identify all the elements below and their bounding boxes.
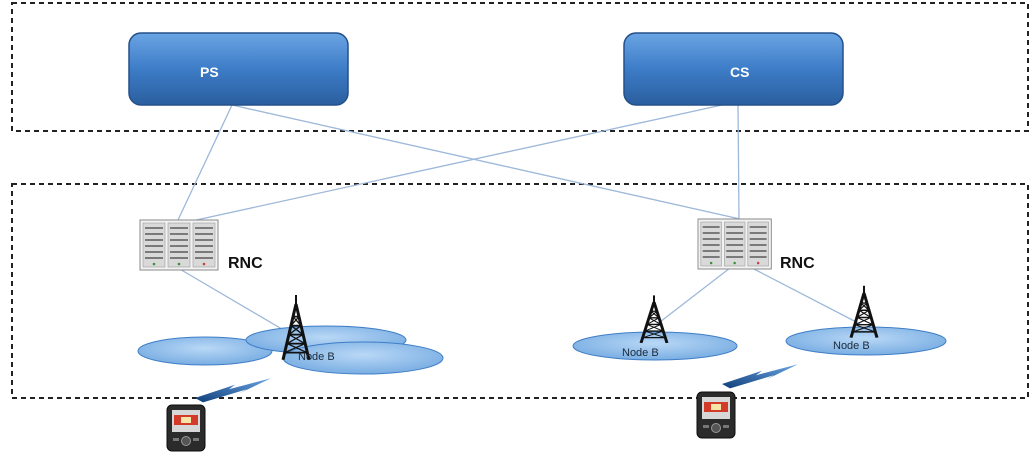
rnc-left[interactable]: RNC — [139, 219, 263, 272]
link-ps-rnc-right — [231, 104, 741, 220]
rnc-left-label: RNC — [228, 255, 263, 272]
mobile-phone-icon — [166, 404, 206, 452]
rnc-right[interactable]: RNC — [697, 218, 815, 272]
core-network-region — [11, 2, 1029, 132]
lightning-link-icon — [722, 364, 798, 389]
ps-node[interactable]: PS — [128, 32, 349, 106]
server-rack-icon — [139, 219, 219, 271]
interconnect-links — [177, 104, 863, 336]
radio-access-region — [11, 183, 1029, 399]
ps-label: PS — [200, 64, 219, 80]
server-rack-icon — [697, 218, 772, 270]
nodeb-right-2-label: Node B — [833, 340, 870, 352]
cs-label: CS — [730, 64, 749, 80]
link-rnc-right-nodeb-2 — [751, 267, 863, 326]
link-cs-rnc-left — [177, 104, 723, 225]
cs-node[interactable]: CS — [623, 32, 844, 106]
cell-right-1 — [572, 331, 738, 361]
link-rnc-left-nodeb — [177, 267, 293, 336]
nodeb-right-1-label: Node B — [622, 347, 659, 359]
nodeb-left-label: Node B — [298, 351, 335, 363]
mobile-phone-icon — [696, 391, 736, 439]
rnc-right-label: RNC — [780, 255, 815, 272]
link-cs-rnc-right — [737, 104, 740, 220]
link-rnc-right-nodeb-1 — [655, 267, 731, 326]
link-ps-rnc-left — [177, 104, 233, 221]
